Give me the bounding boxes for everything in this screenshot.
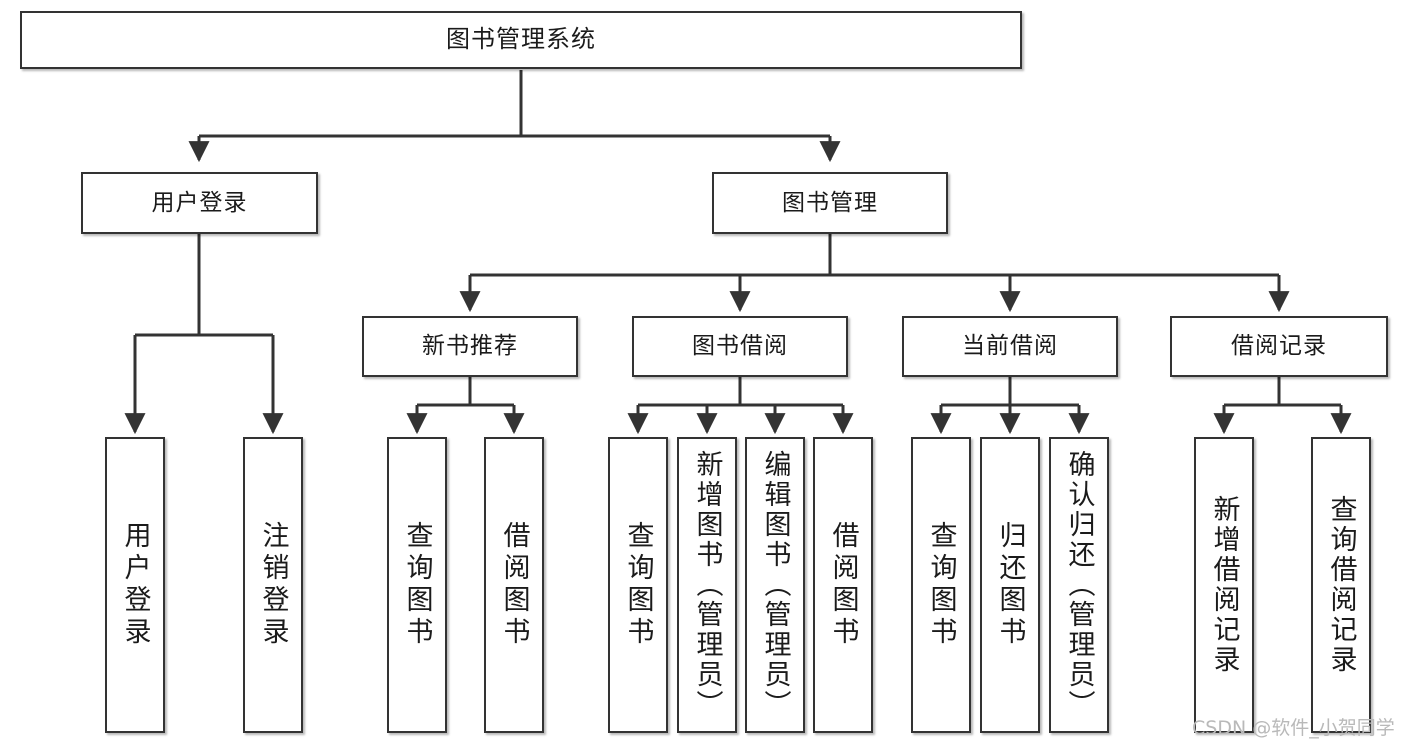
leaf-return-book[interactable]: 归还图书 [980, 437, 1040, 733]
node-label: 确认归还（管理员） [1063, 450, 1095, 720]
leaf-confirm-return-admin[interactable]: 确认归还（管理员） [1049, 437, 1109, 733]
node-label: 新增借阅记录 [1208, 495, 1240, 675]
node-label: 查询图书 [925, 521, 957, 649]
node-label: 图书管理 [782, 189, 878, 216]
node-label: 用户登录 [151, 189, 248, 216]
node-user-login[interactable]: 用户登录 [81, 172, 318, 234]
leaf-query-book-current[interactable]: 查询图书 [911, 437, 971, 733]
node-label: 查询图书 [622, 521, 654, 649]
node-label: 用户登录 [119, 521, 151, 649]
node-label: 借阅图书 [498, 521, 530, 649]
leaf-add-book-admin[interactable]: 新增图书（管理员） [677, 437, 737, 733]
node-label: 当前借阅 [962, 333, 1058, 360]
leaf-logout-login[interactable]: 注销登录 [243, 437, 303, 733]
node-label: 查询图书 [401, 521, 433, 649]
node-label: 查询借阅记录 [1325, 495, 1357, 675]
node-label: 图书借阅 [692, 333, 788, 360]
leaf-add-borrow-record[interactable]: 新增借阅记录 [1194, 437, 1254, 733]
node-root-book-management-system[interactable]: 图书管理系统 [20, 11, 1022, 69]
node-label: 归还图书 [994, 521, 1026, 649]
leaf-borrow-book-new-book[interactable]: 借阅图书 [484, 437, 544, 733]
watermark: CSDN @软件_小贺同学 [1192, 717, 1395, 739]
leaf-query-book-new-book[interactable]: 查询图书 [387, 437, 447, 733]
node-label: 借阅图书 [827, 521, 859, 649]
leaf-edit-book-admin[interactable]: 编辑图书（管理员） [745, 437, 805, 733]
node-label: 新书推荐 [422, 333, 518, 360]
node-label: 编辑图书（管理员） [759, 450, 791, 720]
leaf-query-book-borrow[interactable]: 查询图书 [608, 437, 668, 733]
node-label: 图书管理系统 [446, 25, 596, 54]
node-book-borrow[interactable]: 图书借阅 [632, 316, 848, 377]
leaf-user-login[interactable]: 用户登录 [105, 437, 165, 733]
leaf-borrow-book-borrow[interactable]: 借阅图书 [813, 437, 873, 733]
node-book-management[interactable]: 图书管理 [712, 172, 948, 234]
node-borrow-record[interactable]: 借阅记录 [1170, 316, 1388, 377]
node-new-book-recommendation[interactable]: 新书推荐 [362, 316, 578, 377]
leaf-query-borrow-record[interactable]: 查询借阅记录 [1311, 437, 1371, 733]
node-current-borrow[interactable]: 当前借阅 [902, 316, 1118, 377]
node-label: 新增图书（管理员） [691, 450, 723, 720]
node-label: 注销登录 [257, 521, 289, 649]
node-label: 借阅记录 [1231, 333, 1327, 360]
